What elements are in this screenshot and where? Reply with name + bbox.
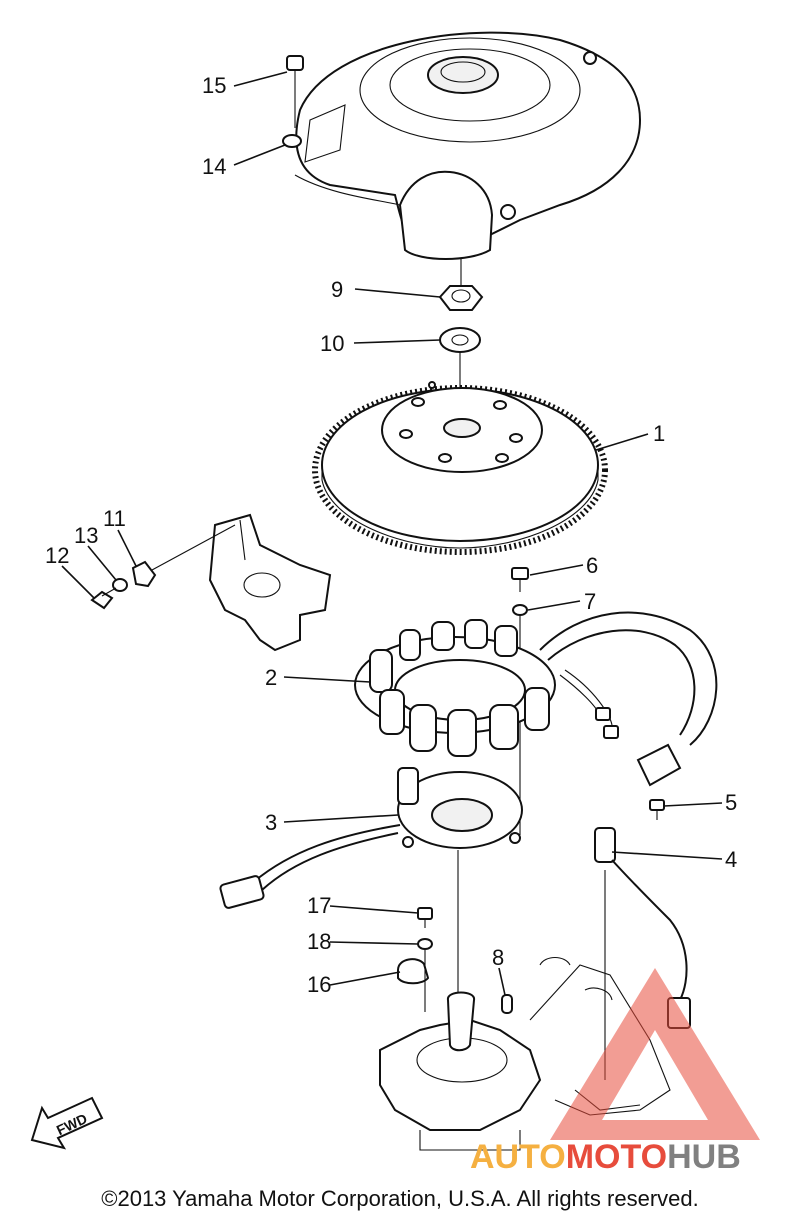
callout-2: 2 [265,665,277,690]
callout-12: 12 [45,543,69,568]
callout-15: 15 [202,73,226,98]
nut-9 [438,285,484,311]
callout-numbers: 15 14 9 10 1 11 13 12 6 7 2 5 3 4 17 18 … [45,73,737,997]
stator-2 [354,611,718,787]
watermark-triangle-icon [550,968,760,1140]
screw-12 [90,587,117,610]
callout-7: 7 [584,589,596,614]
copyright-notice: ©2013 Yamaha Motor Corporation, U.S.A. A… [101,1186,699,1211]
washer-7 [512,604,528,616]
automotohub-watermark: AUTOMOTOHUB [470,968,760,1176]
screw-6 [511,567,529,592]
flywheel-cover [294,31,642,260]
callout-6: 6 [586,553,598,578]
callout-8: 8 [492,945,504,970]
callout-13: 13 [74,523,98,548]
callout-18: 18 [307,929,331,954]
washer-10 [439,327,481,353]
mounting-plate [208,513,332,652]
watermark-moto: MOTO [566,1138,667,1176]
callout-1: 1 [653,421,665,446]
callout-4: 4 [725,847,737,872]
callout-16: 16 [307,972,331,997]
callout-10: 10 [320,331,344,356]
screw-17 [417,907,433,928]
fwd-arrow-icon: FWD [30,1096,104,1150]
screw-5 [649,799,665,820]
flywheel-1 [312,381,608,555]
bracket-11 [131,524,236,588]
key-8 [501,994,513,1014]
watermark-auto: AUTO [470,1138,566,1176]
callout-17: 17 [307,893,331,918]
callout-9: 9 [331,277,343,302]
svg-text:AUTOMOTOHUB: AUTOMOTOHUB [470,1138,741,1176]
washer-14 [282,134,302,148]
callout-5: 5 [725,790,737,815]
bolt-15 [286,55,304,128]
callout-14: 14 [202,154,226,179]
pulser-coil-3 [219,767,523,909]
washer-13 [112,578,128,592]
washer-18 [417,938,433,950]
coil-4 [594,827,691,1029]
watermark-hub: HUB [667,1138,741,1176]
callout-3: 3 [265,810,277,835]
callout-11: 11 [103,506,126,531]
clamp-16 [397,958,430,985]
leader-lines [61,71,723,996]
